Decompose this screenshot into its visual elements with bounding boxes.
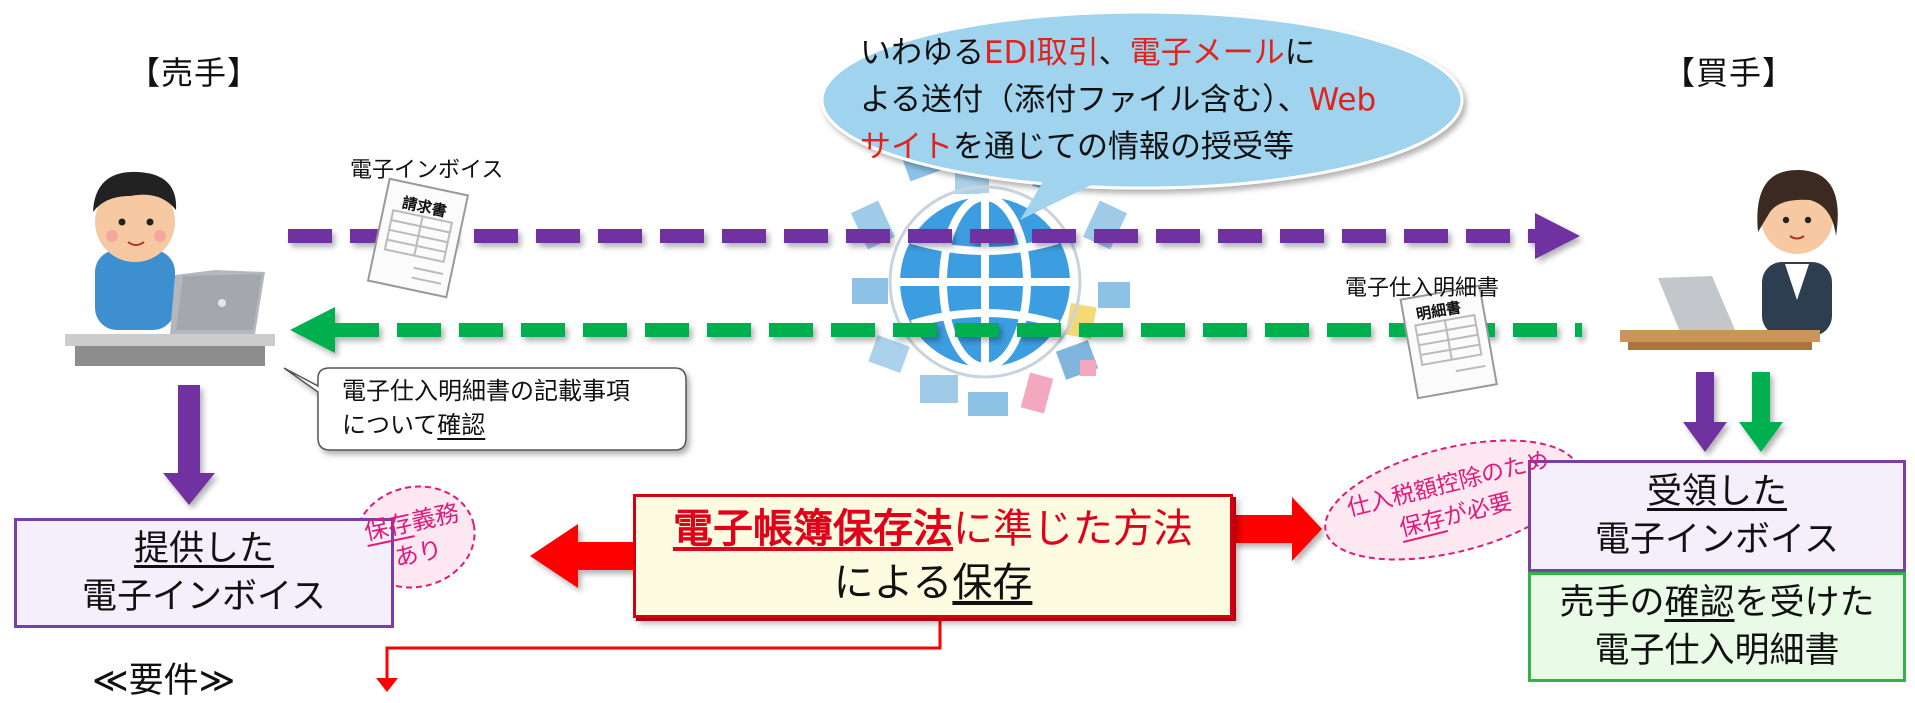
statement-flow-arrow [290,307,1582,353]
bubble-text-3b: を通じての情報の授受等 [953,129,1294,165]
red-down-connector [376,618,942,692]
bubble-web: Web [1308,82,1377,118]
confirm-line-2a: について [342,411,438,439]
bubble-text-2a: よる送付（添付ファイル含む）、 [860,82,1309,118]
provided-box-line1: 提供した [133,529,274,569]
center-by: による [833,560,953,606]
received-box-line2: 電子インボイス [1595,520,1839,560]
confirm-callout: 電子仕入明細書の記載事項 について確認 [318,368,686,450]
received-invoice-box: 受領した 電子インボイス [1528,460,1906,572]
provided-box-line2: 電子インボイス [82,577,326,617]
center-law-name: 電子帳簿保存法 [673,506,953,552]
buyer-person-icon [1620,169,1838,350]
center-storage: 保存 [952,560,1033,606]
bubble-text-1e: に [1284,35,1316,71]
bubble-site: サイト [860,129,953,165]
statement-box-1a: 売手の [1559,583,1665,623]
storage-method-box: 電子帳簿保存法に準じた方法 による保存 [633,494,1233,618]
invoice-paper-icon [366,177,470,299]
bubble-text-1c: 、 [1098,35,1130,71]
confirmed-statement-box: 売手の確認を受けた 電子仕入明細書 [1528,572,1906,682]
confirm-line-1: 電子仕入明細書の記載事項 [342,377,630,405]
red-right-arrow [1233,497,1322,561]
statement-paper-icon [1399,284,1498,400]
requirements-label: ≪要件≫ [92,661,236,701]
statement-box-line2: 電子仕入明細書 [1594,631,1840,671]
seller-down-arrow [163,385,215,505]
bubble-email: 電子メール [1129,35,1285,71]
red-left-arrow [530,524,635,588]
invoice-doc-label: 電子インボイス [350,158,504,183]
buyer-purple-down-arrow [1683,372,1727,452]
buyer-label: 【買手】 [1663,54,1796,92]
bubble-edi: EDI取引 [984,35,1099,71]
bubble-text: いわゆるEDI取引、電子メールに よる送付（添付ファイル含む）、Web サイトを… [860,30,1420,171]
seller-person-icon [65,171,275,366]
confirm-callout-shape [283,367,687,451]
center-method: に準じた方法 [953,506,1193,552]
provided-invoice-box: 提供した 電子インボイス [14,518,394,628]
invoice-flow-arrow [288,213,1580,259]
received-box-line1: 受領した [1646,472,1787,512]
statement-doc-label: 電子仕入明細書 [1345,276,1500,301]
statement-box-confirm: 確認 [1664,583,1735,623]
buyer-green-down-arrow [1739,372,1783,452]
bubble-text-1a: いわゆる [860,35,984,71]
speech-bubble [820,10,1464,220]
confirm-word: 確認 [437,411,486,439]
seller-label: 【売手】 [128,54,261,92]
statement-box-1c: を受けた [1734,583,1875,623]
